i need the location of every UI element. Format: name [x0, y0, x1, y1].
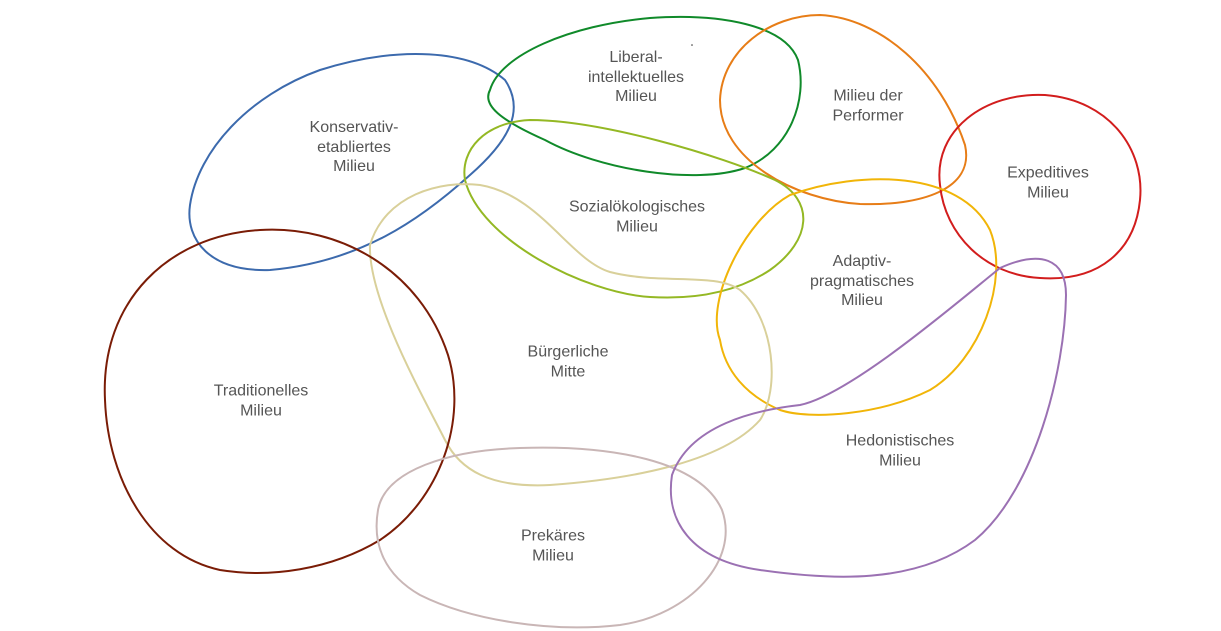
label-line: Adaptiv-	[832, 252, 892, 270]
label-line: Expeditives	[1007, 164, 1089, 182]
label-line: Sozialökologisches	[568, 198, 706, 216]
prekaeres-milieu-outline	[375, 446, 727, 629]
label-line: Bürgerliche	[527, 343, 609, 361]
adaptiv-pragmatisches-milieu-outline	[715, 178, 998, 416]
traditionelles-milieu-outline	[103, 228, 456, 574]
label-line: Milieu	[615, 87, 657, 105]
label-line: Hedonistisches	[845, 432, 955, 450]
label-line: etabliertes	[317, 138, 391, 156]
label-line: Traditionelles	[213, 382, 309, 400]
expeditives-milieu-outline	[938, 93, 1142, 280]
label-line: Milieu	[333, 157, 375, 175]
label-liberal-intellektuelles: Liberal- intellektuelles Milieu	[541, 48, 731, 107]
label-line: pragmatisches	[809, 272, 915, 290]
label-line: Milieu	[616, 218, 658, 235]
sozialoekologisches-milieu-outline	[463, 119, 805, 299]
label-milieu-der-performer: Milieu der Performer	[773, 87, 963, 126]
label-line: Milieu	[1027, 184, 1069, 201]
konservativ-etabliertes-outline	[188, 53, 515, 272]
label-line: Milieu	[532, 547, 574, 564]
label-buergerliche-mitte: Bürgerliche Mitte	[473, 343, 663, 382]
label-expeditives: Expeditives Milieu	[953, 164, 1143, 203]
label-line: Prekäres	[520, 527, 586, 545]
label-line: Mitte	[550, 363, 586, 380]
label-hedonistisches: Hedonistisches Milieu	[805, 432, 995, 471]
label-line: intellektuelles	[587, 68, 685, 86]
label-prekaeres: Prekäres Milieu	[458, 527, 648, 566]
label-line: Liberal-	[609, 48, 663, 66]
label-line: Milieu	[879, 452, 921, 469]
buergerliche-mitte-outline	[368, 183, 773, 487]
milieu-der-performer-outline	[719, 14, 968, 206]
label-sozialoekologisches: Sozialökologisches Milieu	[542, 198, 732, 237]
label-line: Milieu	[240, 402, 282, 419]
label-line: Konservativ-	[309, 118, 399, 136]
label-line: Milieu der	[833, 87, 903, 105]
label-line: Milieu	[841, 291, 883, 309]
dot-mark	[691, 44, 693, 46]
hedonistisches-milieu-outline	[669, 257, 1067, 578]
label-line: Performer	[832, 107, 904, 124]
label-traditionelles: Traditionelles Milieu	[166, 382, 356, 421]
liberal-intellektuelles-outline	[487, 15, 802, 177]
label-konservativ-etabliertes: Konservativ- etabliertes Milieu	[259, 118, 449, 177]
label-adaptiv-pragmatisches: Adaptiv- pragmatisches Milieu	[767, 252, 957, 311]
